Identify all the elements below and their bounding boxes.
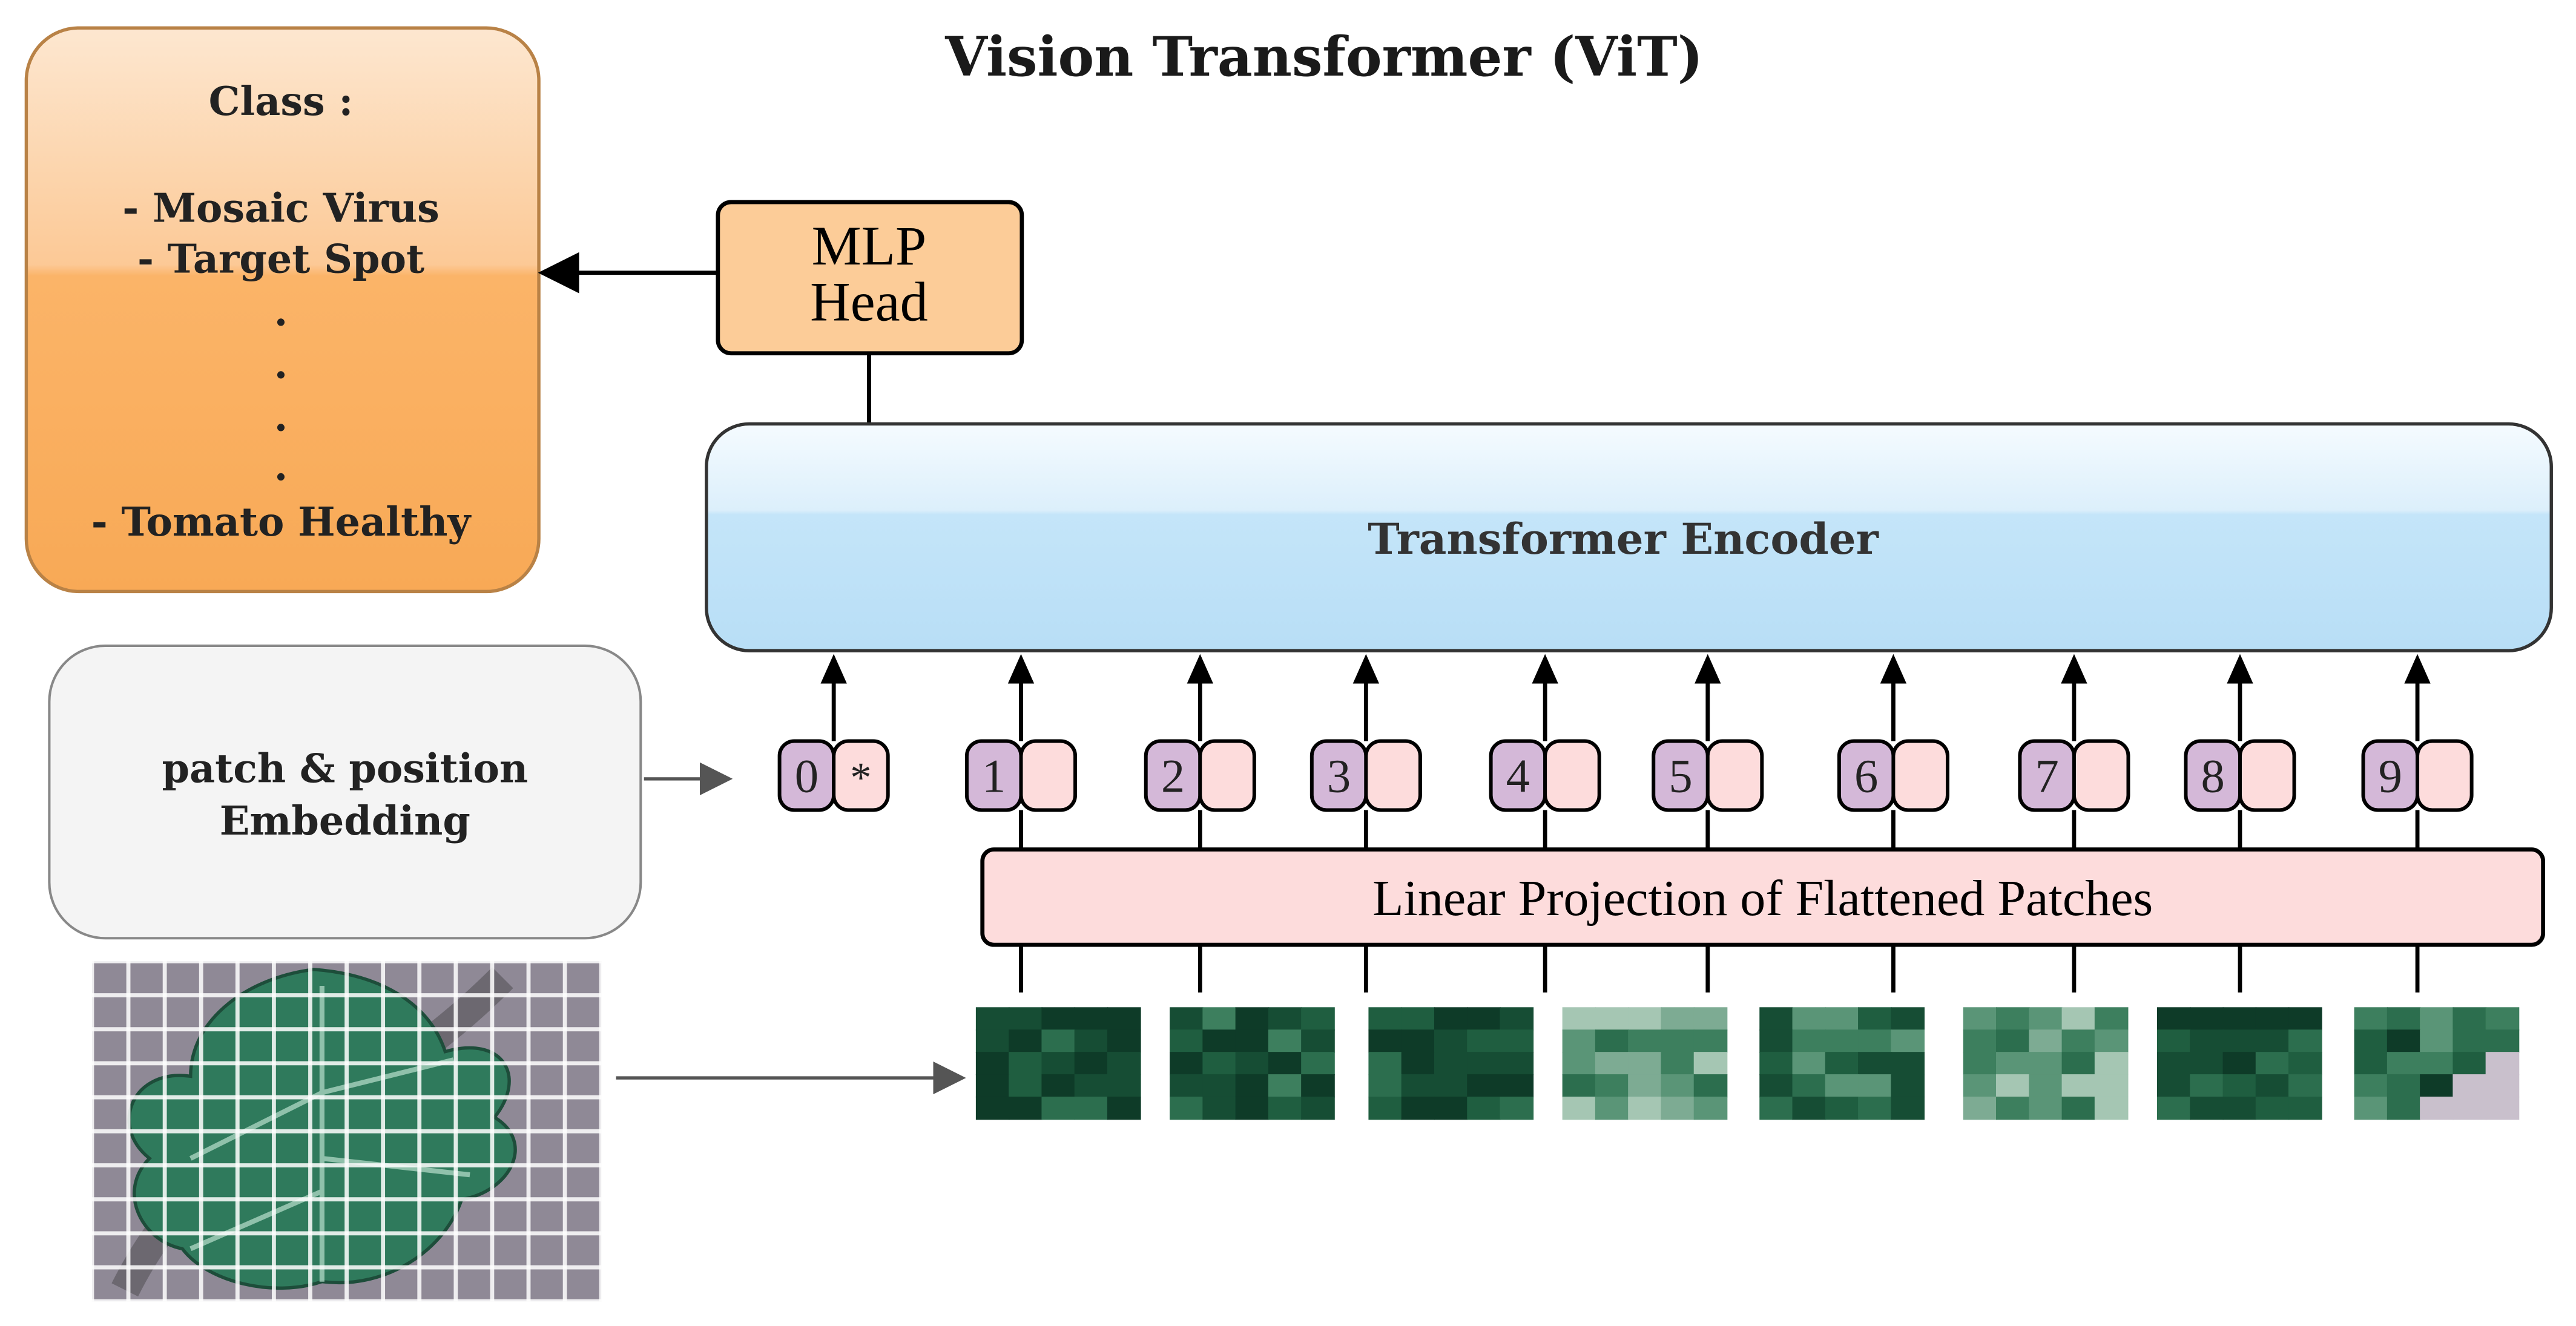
arrowhead bbox=[2061, 654, 2087, 684]
patch-embedding bbox=[1891, 739, 1949, 812]
leaf-image bbox=[90, 959, 604, 1304]
token: 1 bbox=[964, 654, 1078, 993]
image-patch bbox=[1963, 1007, 2129, 1120]
arrowhead bbox=[2404, 654, 2431, 684]
image-patch bbox=[2354, 1007, 2520, 1120]
class-ellipsis: . bbox=[274, 289, 288, 335]
arrowhead bbox=[820, 654, 847, 684]
image-patch bbox=[1759, 1007, 1925, 1120]
patch-embedding bbox=[1543, 739, 1601, 812]
patch-embedding bbox=[832, 739, 890, 812]
patch-embedding bbox=[1198, 739, 1256, 812]
class-item: - Mosaic Virus bbox=[122, 186, 439, 232]
patch-embedding bbox=[1364, 739, 1422, 812]
embedding-line1: patch & position bbox=[162, 746, 528, 792]
linear-projection-box: Linear Projection of Flattened Patches bbox=[980, 847, 2546, 947]
transformer-encoder-box: Transformer Encoder bbox=[705, 422, 2553, 652]
token: 3 bbox=[1309, 654, 1422, 993]
arrowhead bbox=[1695, 654, 1721, 684]
arrowhead bbox=[1007, 654, 1035, 684]
position-index: 2 bbox=[1161, 750, 1185, 803]
patch-strip bbox=[975, 1007, 2520, 1120]
token: 4 bbox=[1489, 654, 1601, 993]
image-patch bbox=[1562, 1007, 1728, 1120]
token: 0* bbox=[777, 654, 890, 812]
token: 7 bbox=[2018, 654, 2130, 993]
projection-label: Linear Projection of Flattened Patches bbox=[1372, 870, 2153, 927]
mlp-head-box: MLP Head bbox=[716, 200, 1024, 356]
image-patch bbox=[975, 1007, 1141, 1120]
patch-embedding bbox=[2416, 739, 2474, 812]
position-index: 7 bbox=[2035, 750, 2058, 803]
class-item: - Tomato Healthy bbox=[91, 499, 472, 545]
image-patch bbox=[1368, 1007, 1534, 1120]
position-index: 4 bbox=[1506, 750, 1530, 803]
position-index: 3 bbox=[1327, 750, 1351, 803]
class-ellipsis: . bbox=[274, 341, 288, 387]
leaf-veins bbox=[189, 985, 470, 1282]
patch-embedding bbox=[1019, 739, 1078, 812]
arrowhead bbox=[1532, 654, 1558, 684]
token: 2 bbox=[1144, 654, 1256, 993]
position-index: 6 bbox=[1854, 750, 1878, 803]
mlp-head-line1: MLP bbox=[812, 215, 927, 277]
patch-embedding bbox=[2072, 739, 2130, 812]
patch-embedding bbox=[1705, 739, 1764, 812]
token: 8 bbox=[2184, 654, 2296, 993]
image-patch bbox=[1170, 1007, 1335, 1120]
class-item: - Target Spot bbox=[137, 237, 424, 283]
patch-embedding bbox=[2238, 739, 2296, 812]
encoder-label: Transformer Encoder bbox=[1368, 514, 1879, 564]
arrowhead bbox=[1880, 654, 1907, 684]
class-ellipsis: . bbox=[274, 444, 288, 490]
arrowhead bbox=[2227, 654, 2253, 684]
position-index: 1 bbox=[982, 750, 1006, 803]
arrowhead bbox=[1352, 654, 1380, 684]
position-index: 8 bbox=[2201, 750, 2225, 803]
diagram-title: Vision Transformer (ViT) bbox=[944, 25, 1703, 89]
position-index: 5 bbox=[1668, 750, 1692, 803]
class-token-mark: * bbox=[850, 755, 871, 802]
token: 9 bbox=[2361, 654, 2474, 993]
image-patch bbox=[2156, 1007, 2322, 1120]
class-output-box: Class : - Mosaic Virus - Target Spot . .… bbox=[24, 26, 541, 594]
patch-grid bbox=[90, 959, 604, 1304]
class-heading: Class : bbox=[209, 79, 354, 125]
token: 5 bbox=[1652, 654, 1764, 993]
embedding-box: patch & position Embedding bbox=[48, 644, 642, 940]
arrowhead bbox=[1187, 654, 1213, 684]
embedding-line2: Embedding bbox=[220, 798, 470, 844]
position-index: 0 bbox=[795, 750, 819, 803]
token: 6 bbox=[1837, 654, 1949, 993]
position-index: 9 bbox=[2379, 750, 2402, 803]
class-ellipsis: . bbox=[274, 394, 288, 440]
mlp-head-line2: Head bbox=[810, 271, 928, 332]
